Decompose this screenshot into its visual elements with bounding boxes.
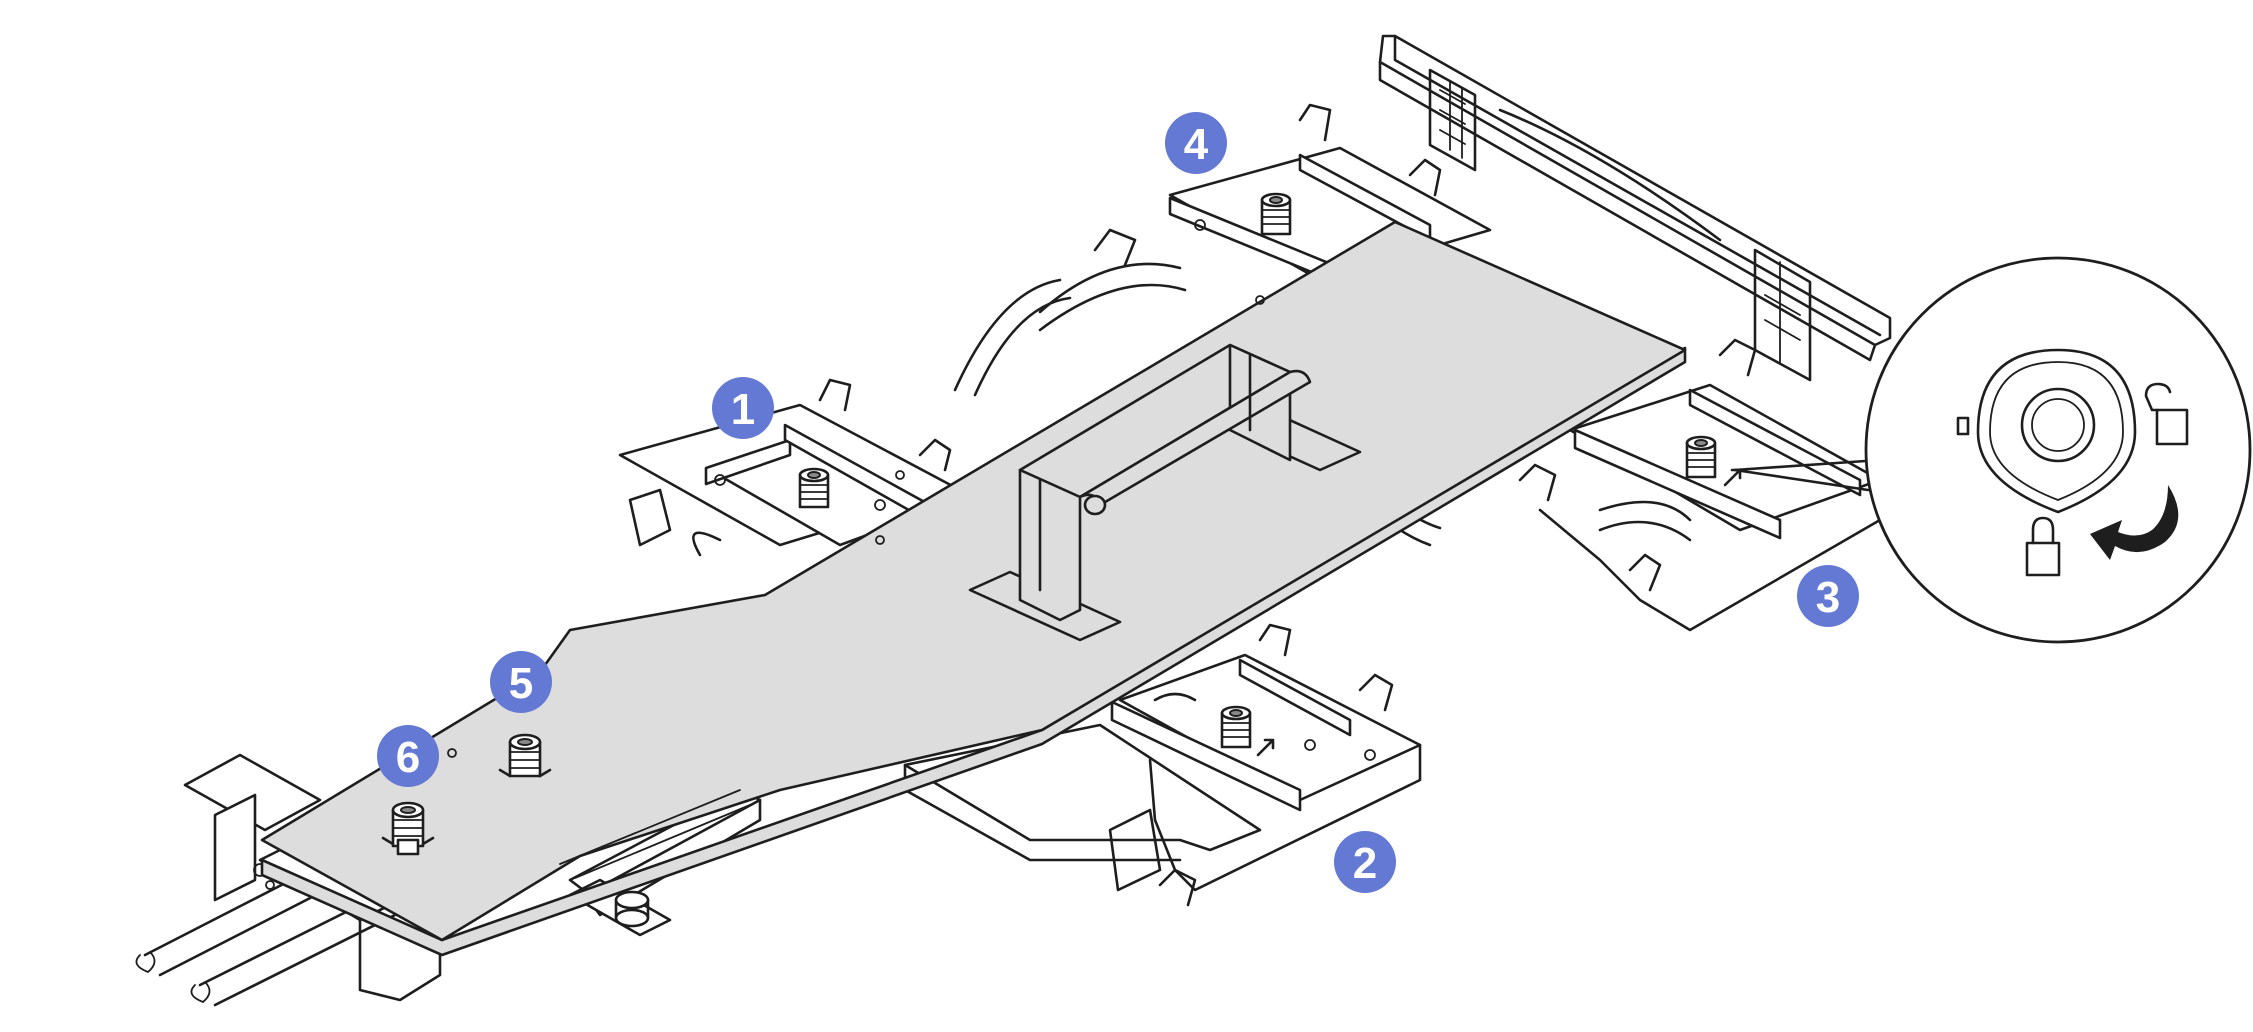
lock-icon (2025, 516, 2061, 577)
counterclockwise-arrow-icon (2090, 485, 2179, 560)
coolant-hoses (135, 262, 1692, 1007)
callout-6-label: 6 (396, 733, 420, 782)
callout-1: 1 (712, 377, 774, 439)
callout-4-label: 4 (1184, 120, 1209, 169)
outlet-bracket-left (183, 753, 442, 1002)
detail-view-pointer (1733, 458, 1882, 492)
callout-6: 6 (377, 725, 439, 787)
callout-3: 3 (1797, 565, 1859, 627)
rear-bracket-frame (1378, 34, 1892, 382)
cold-plate-1 (618, 378, 962, 557)
callout-2-label: 2 (1353, 839, 1377, 888)
callout-2: 2 (1334, 831, 1396, 893)
unlock-icon (2144, 382, 2189, 446)
callout-5: 5 (490, 651, 552, 713)
callout-3-label: 3 (1816, 573, 1840, 622)
callout-4: 4 (1165, 112, 1227, 174)
callout-5-label: 5 (509, 659, 533, 708)
cold-plate-2 (1108, 623, 1422, 907)
detail-view (1864, 256, 2252, 644)
carry-handle (968, 343, 1362, 642)
shipping-plate (260, 220, 1687, 957)
callout-1-label: 1 (731, 385, 755, 434)
